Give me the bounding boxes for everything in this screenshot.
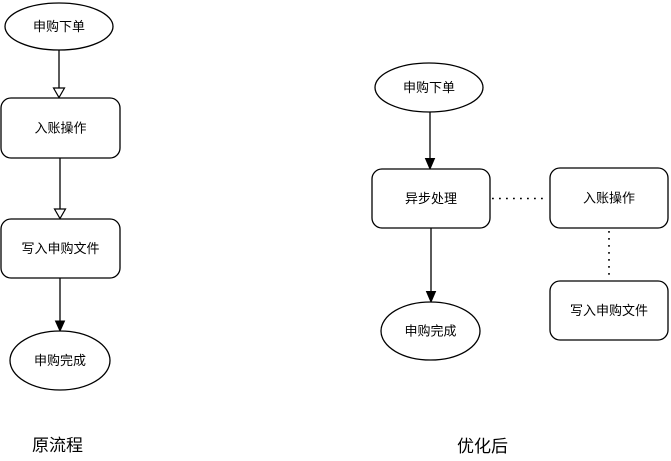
node-original-writefile-label: 写入申购文件 [21,241,99,257]
solid-arrowhead-icon [54,320,66,333]
solid-arrowhead-icon [425,291,437,304]
node-optimized-accounting-label: 入账操作 [583,191,635,207]
node-original-accounting: 入账操作 [0,97,121,159]
open-arrowhead-icon [52,87,66,99]
node-original-end-label: 申购完成 [34,353,86,369]
node-optimized-start-label: 申购下单 [403,80,455,96]
node-optimized-end: 申购完成 [380,301,481,361]
flow-original: 申购下单 入账操作 写入申购文件 [0,2,121,456]
node-original-start-label: 申购下单 [33,19,85,35]
node-optimized-accounting-shape [549,167,669,229]
node-optimized-start: 申购下单 [374,62,484,113]
connector-original-accounting-to-writefile [53,158,67,220]
node-optimized-end-label: 申购完成 [404,324,456,340]
open-arrowhead-icon [53,208,67,220]
node-original-writefile: 写入申购文件 [0,218,121,279]
caption-optimized-flow: 优化后 [457,437,508,457]
node-optimized-async-label: 异步处理 [405,192,457,207]
node-optimized-async: 异步处理 [371,168,491,229]
node-original-end-shape [9,330,111,391]
node-original-accounting-label: 入账操作 [34,121,86,137]
node-optimized-writefile-label: 写入申购文件 [570,303,648,319]
connector-optimized-start-to-async [424,112,436,171]
connector-optimized-async-to-end [425,228,437,304]
connector-original-start-to-accounting [52,50,66,99]
connector-original-writefile-to-end [54,278,66,333]
flow-optimized: 申购下单 异步处理 入账操作 [371,62,669,457]
node-optimized-start-shape [374,62,484,113]
solid-arrowhead-icon [424,158,436,171]
node-optimized-accounting: 入账操作 [549,167,669,229]
node-original-start: 申购下单 [4,2,114,51]
caption-original-flow: 原流程 [32,436,83,456]
node-optimized-end-shape [380,301,481,361]
node-optimized-writefile-shape [549,280,669,341]
node-original-end: 申购完成 [9,330,111,391]
node-optimized-writefile: 写入申购文件 [549,280,669,341]
